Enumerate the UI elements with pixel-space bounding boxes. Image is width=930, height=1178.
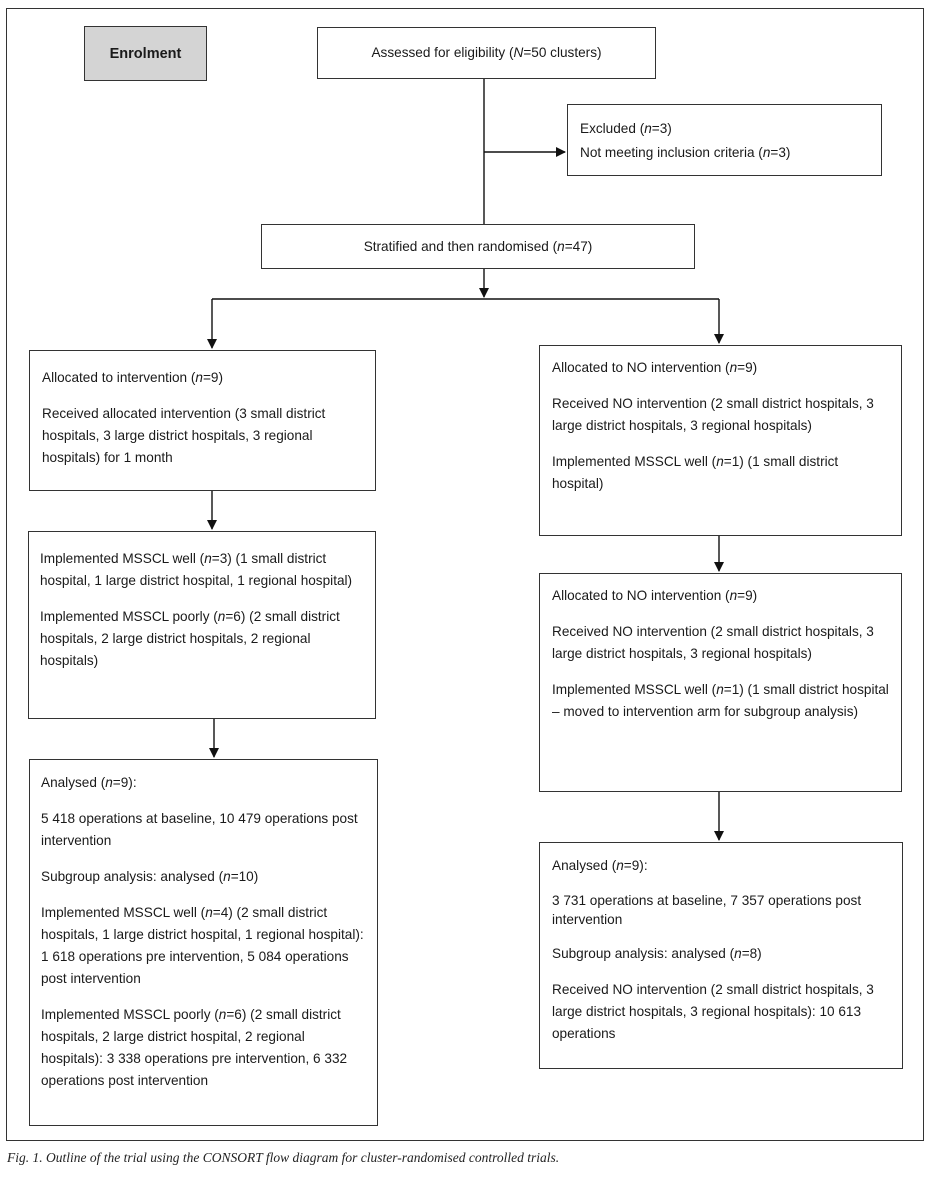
figure-caption: Fig. 1. Outline of the trial using the C… — [7, 1150, 560, 1165]
enrolment-text: Enrolment — [109, 45, 182, 62]
right2-implemented-well: Implemented MSSCL well (n=1) (1 small di… — [552, 682, 889, 719]
right-subgroup-received-none: Received NO intervention (2 small distri… — [552, 982, 874, 1041]
excluded-line1: Excluded (n=3) — [580, 121, 672, 136]
right1-implemented-well: Implemented MSSCL well (n=1) (1 small di… — [552, 454, 839, 491]
left-allocated-count: Allocated to intervention (n=9) — [42, 370, 223, 385]
left-analysed-count: Analysed (n=9): — [41, 775, 137, 790]
left-allocation-box: Allocated to intervention (n=9) Received… — [29, 350, 376, 491]
right-allocation-box-2: Allocated to NO intervention (n=9) Recei… — [539, 573, 902, 792]
assessed-box: Assessed for eligibility (N=50 clusters) — [317, 27, 656, 79]
figure-frame — [6, 8, 924, 1141]
left-implementation-box: Implemented MSSCL well (n=3) (1 small di… — [28, 531, 376, 719]
right-allocation-box-1: Allocated to NO intervention (n=9) Recei… — [539, 345, 902, 536]
left-implemented-well: Implemented MSSCL well (n=3) (1 small di… — [40, 551, 353, 588]
enrolment-label: Enrolment — [84, 26, 207, 81]
right2-received-none: Received NO intervention (2 small distri… — [552, 624, 874, 661]
assessed-text: Assessed for eligibility (N=50 clusters) — [371, 45, 602, 60]
right-subgroup-count: Subgroup analysis: analysed (n=8) — [552, 946, 762, 961]
excluded-box: Excluded (n=3) Not meeting inclusion cri… — [567, 104, 882, 176]
randomised-text: Stratified and then randomised (n=47) — [363, 238, 593, 254]
left-subgroup-count: Subgroup analysis: analysed (n=10) — [41, 869, 259, 884]
right-analysed-count: Analysed (n=9): — [552, 858, 648, 873]
left-subgroup-poorly: Implemented MSSCL poorly (n=6) (2 small … — [41, 1007, 348, 1088]
right1-allocated-count: Allocated to NO intervention (n=9) — [552, 360, 758, 375]
randomised-box: Stratified and then randomised (n=47) — [261, 224, 695, 269]
left-operations: 5 418 operations at baseline, 10 479 ope… — [41, 811, 358, 848]
left-received-intervention: Received allocated intervention (3 small… — [42, 406, 326, 465]
excluded-line2: Not meeting inclusion criteria (n=3) — [580, 145, 791, 160]
right-analysed-box: Analysed (n=9): 3 731 operations at base… — [539, 842, 903, 1069]
left-analysed-box: Analysed (n=9): 5 418 operations at base… — [29, 759, 378, 1126]
right-operations: 3 731 operations at baseline, 7 357 oper… — [552, 893, 862, 927]
right2-allocated-count: Allocated to NO intervention (n=9) — [552, 588, 758, 603]
left-subgroup-well: Implemented MSSCL well (n=4) (2 small di… — [41, 905, 364, 986]
right1-received-none: Received NO intervention (2 small distri… — [552, 396, 874, 433]
left-implemented-poorly: Implemented MSSCL poorly (n=6) (2 small … — [40, 609, 340, 668]
